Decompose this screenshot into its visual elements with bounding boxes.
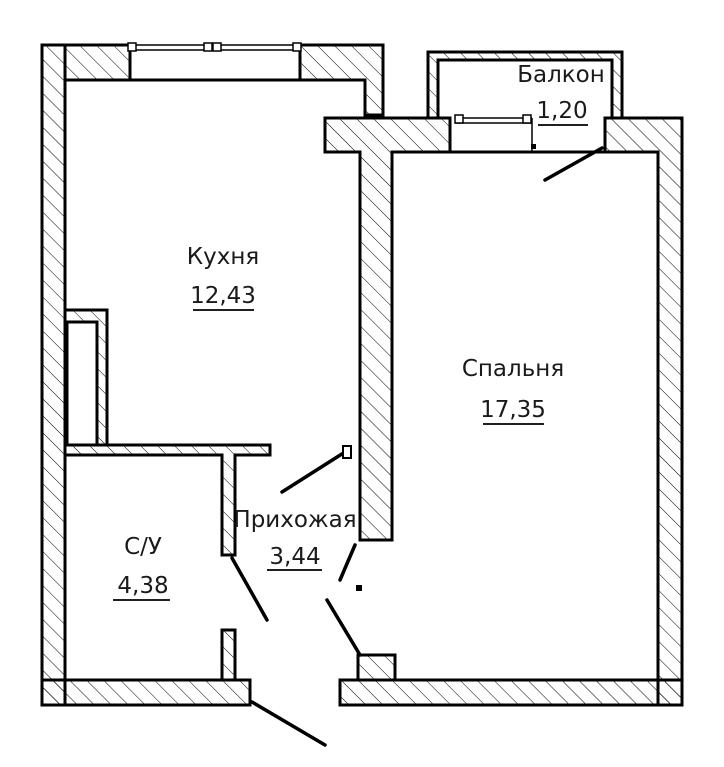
door-bedroom — [338, 543, 357, 582]
room-bedroom-name: Спальня — [462, 356, 564, 382]
room-balcony-area: 1,20 — [536, 98, 587, 124]
door-entrance — [250, 700, 327, 747]
room-bathroom: С/У 4,38 — [113, 534, 170, 601]
wall-bottom-right — [338, 678, 684, 707]
room-kitchen-area: 12,43 — [190, 283, 256, 309]
balcony-window — [454, 114, 536, 152]
room-balcony-name: Балкон — [517, 62, 605, 88]
wall-top-right — [603, 116, 684, 707]
door-bedroom-lower — [325, 598, 362, 657]
room-bedroom: Спальня 17,35 — [462, 356, 564, 425]
door-bathroom — [230, 556, 269, 622]
room-bathroom-area: 4,38 — [117, 573, 168, 599]
room-kitchen: Кухня 12,43 — [187, 244, 259, 311]
room-bedroom-area: 17,35 — [480, 397, 546, 423]
wall-kitchen-bathroom — [63, 443, 272, 557]
room-balcony: Балкон 1,20 — [517, 62, 605, 126]
room-hallway: Прихожая 3,44 — [233, 507, 357, 571]
room-kitchen-name: Кухня — [187, 244, 259, 270]
kitchen-niche-inner — [65, 320, 99, 447]
wall-bathroom-jamb — [220, 628, 237, 682]
kitchen-window — [127, 42, 302, 81]
wall-bedroom-jamb — [356, 653, 397, 682]
wall-left — [40, 43, 67, 707]
door-kitchen — [280, 450, 347, 494]
room-hallway-area: 3,44 — [269, 544, 320, 570]
door-balcony — [543, 146, 604, 182]
room-hallway-name: Прихожая — [233, 507, 356, 533]
wall-top-center — [323, 116, 452, 542]
room-bathroom-name: С/У — [124, 534, 162, 560]
wall-bottom-left — [40, 678, 252, 707]
